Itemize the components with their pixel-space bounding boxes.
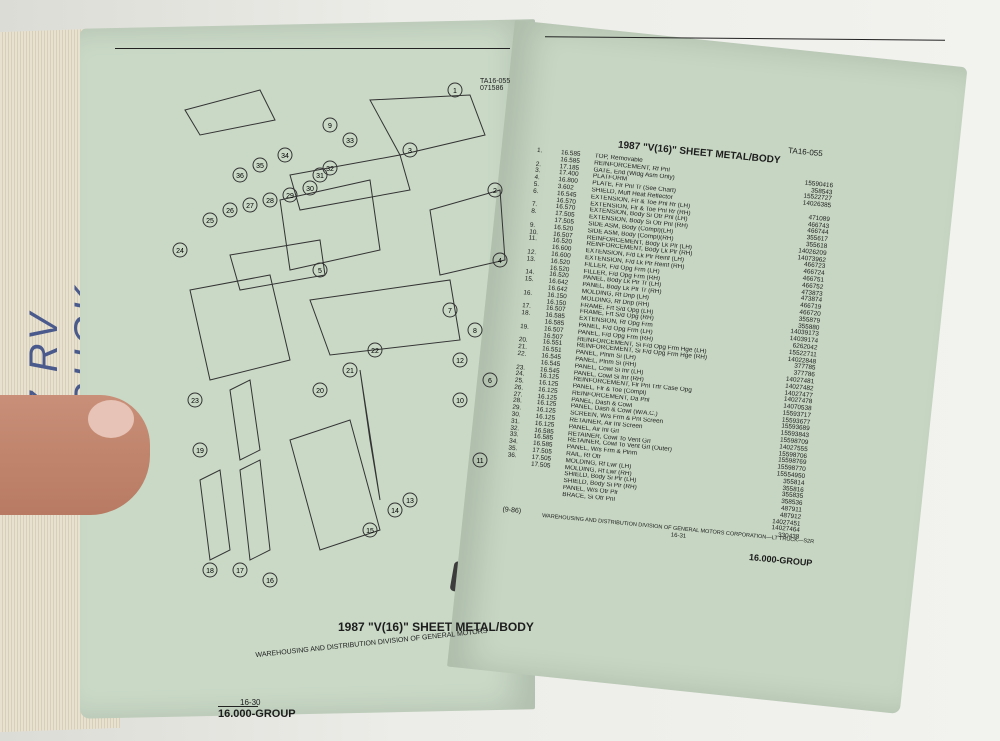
callout-4: 4 [492,252,508,268]
bottom-rule [218,706,258,707]
part-outline [289,154,411,211]
callout-10: 10 [452,392,468,408]
callout-12: 12 [452,352,468,368]
svg-text:23: 23 [191,398,199,405]
callout-20: 20 [312,382,328,398]
svg-text:26: 26 [226,208,234,215]
svg-text:34: 34 [281,153,289,160]
callout-21: 21 [342,362,358,378]
callout-9: 9 [322,117,338,133]
callout-34: 34 [277,147,293,163]
svg-text:6: 6 [488,378,492,385]
diagram-code-text: TA16-055 [480,78,511,85]
part-outline [189,274,291,381]
diagram-date-text: 071586 [480,85,504,92]
svg-text:28: 28 [266,198,274,205]
callout-6: 6 [482,372,498,388]
part-outline [429,189,506,276]
callout-17: 17 [232,562,248,578]
svg-text:8: 8 [473,328,477,335]
svg-text:30: 30 [306,186,314,193]
svg-text:14: 14 [391,508,399,515]
callout-32: 32 [322,160,338,176]
callout-24: 24 [172,242,188,258]
svg-text:29: 29 [286,193,294,200]
svg-text:31: 31 [316,173,324,180]
svg-text:20: 20 [316,388,324,395]
callout-13: 13 [402,492,418,508]
svg-text:16: 16 [266,578,274,585]
callout-23: 23 [187,392,203,408]
svg-text:13: 13 [406,498,414,505]
callout-18: 18 [202,562,218,578]
svg-text:9: 9 [328,123,332,130]
callout-22: 22 [367,342,383,358]
left-heading: 1987 "V(16)" SHEET METAL/BODY [338,620,534,634]
svg-text:12: 12 [456,358,464,365]
top-rule [115,48,510,49]
callout-11: 11 [472,452,488,468]
svg-text:25: 25 [206,218,214,225]
callout-30: 30 [302,180,318,196]
svg-text:36: 36 [236,173,244,180]
part-outline [369,94,486,156]
callout-28: 28 [262,192,278,208]
svg-text:21: 21 [346,368,354,375]
svg-text:22: 22 [371,348,379,355]
svg-text:18: 18 [206,568,214,575]
svg-text:2: 2 [493,188,497,195]
svg-text:3: 3 [408,148,412,155]
callout-3: 3 [402,142,418,158]
callout-31: 31 [312,167,328,183]
callout-15: 15 [362,522,378,538]
callout-16: 16 [262,572,278,588]
part-outline [279,179,381,271]
callout-2: 2 [487,182,503,198]
svg-text:7: 7 [448,308,452,315]
part-outline [239,459,271,561]
callout-5: 5 [312,262,328,278]
svg-text:10: 10 [456,398,464,405]
callout-36: 36 [232,167,248,183]
part-outline [289,419,381,551]
part-outline [184,89,276,136]
svg-text:4: 4 [498,258,502,265]
diagram-code: TA16-055 071586 [480,78,510,92]
callout-14: 14 [387,502,403,518]
callout-27: 27 [242,197,258,213]
part-outline [199,469,231,561]
callout-35: 35 [252,157,268,173]
svg-text:15: 15 [366,528,374,535]
svg-text:33: 33 [346,138,354,145]
part-outline [229,379,261,461]
svg-text:27: 27 [246,203,254,210]
part-outline [359,369,381,501]
callout-26: 26 [222,202,238,218]
svg-text:19: 19 [196,448,204,455]
callout-29: 29 [282,187,298,203]
svg-text:5: 5 [318,268,322,275]
exploded-parts-diagram: 1234567891011121314151617181920212223242… [172,82,508,588]
svg-text:11: 11 [476,458,483,465]
callout-33: 33 [342,132,358,148]
callout-19: 19 [192,442,208,458]
svg-text:17: 17 [236,568,244,575]
svg-text:1: 1 [453,88,457,95]
svg-text:24: 24 [176,248,184,255]
svg-text:32: 32 [326,166,334,173]
callout-7: 7 [442,302,458,318]
thumbnail [88,400,134,438]
callout-8: 8 [467,322,483,338]
callout-1: 1 [447,82,463,98]
callout-25: 25 [202,212,218,228]
svg-text:35: 35 [256,163,264,170]
left-group: 16.000-GROUP [218,708,296,720]
part-outline [309,279,461,356]
left-page-number: 16-30 [240,698,261,707]
